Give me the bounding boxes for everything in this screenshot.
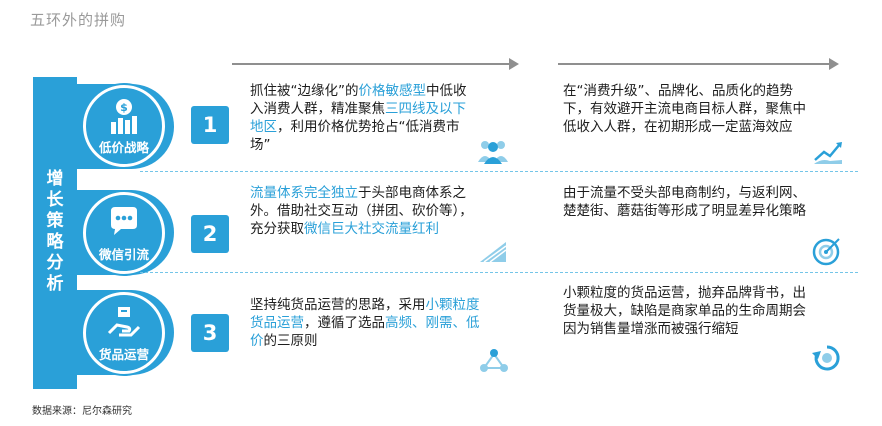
row-2-right-text: 由于流量不受头部电商制约，与返利网、楚楚街、蘑菇街等形成了明显差异化策略: [563, 185, 806, 219]
sidebar-title: 增 长 策 略 分 析: [33, 169, 77, 295]
row-divider: [140, 272, 858, 273]
chat-bubble-icon: [107, 205, 141, 247]
badge-label: 低价战略: [98, 140, 149, 155]
row-1-left-text: 抓住被“边缘化”的价格敏感型中低收入消费人群，精准聚焦三四线及以下地区，利用价格…: [250, 82, 478, 154]
body-text: ，利用价格优势抢占“低消费市场”: [250, 119, 460, 153]
step-number-1: 1: [191, 106, 229, 144]
sidebar-char: 长: [46, 190, 64, 210]
growth-hand-icon: [812, 138, 846, 170]
svg-text:$: $: [120, 101, 128, 114]
strategy-sidebar: 增 长 策 略 分 析: [33, 77, 77, 389]
page-title: 五环外的拼购: [30, 11, 127, 29]
highlight-text: 三四线及以下地区: [250, 101, 466, 135]
body-text: 坚持纯货品运营的思路，采用: [250, 297, 426, 313]
row-1-right-text: 在“消费升级”、品牌化、品质化的趋势下，有效避开主流电商目标人群，聚焦中低收入人…: [563, 83, 806, 135]
sidebar-char: 分: [46, 253, 64, 273]
price-chart-icon: $: [107, 98, 141, 140]
body-text: 中低收入消费人群，精准聚焦: [250, 83, 467, 117]
left-column-arrow: [232, 58, 519, 70]
sidebar-char: 策: [46, 211, 64, 231]
badge-low-price: $ 低价战略: [83, 85, 165, 167]
target-icon: [812, 236, 842, 270]
refresh-cycle-icon: [812, 343, 842, 377]
data-source: 数据来源：尼尔森研究: [32, 406, 132, 417]
body-text: 于头部电商体系之外。借助社交互动（拼团、砍价等），充分获取: [250, 185, 473, 237]
goods-hand-icon: [107, 305, 141, 347]
highlight-text: 高频、刚需、低价: [250, 315, 480, 349]
body-text: 抓住被“边缘化”的: [250, 83, 359, 99]
badge-label: 货品运营: [98, 347, 149, 362]
body-text: ，遵循了选品: [304, 315, 385, 331]
highlight-text: 微信巨大社交流量红利: [304, 221, 439, 237]
sidebar-char: 析: [46, 274, 64, 294]
step-number-3: 3: [191, 314, 229, 352]
badge-label: 微信引流: [98, 247, 149, 262]
badge-wechat: 微信引流: [83, 192, 165, 274]
sidebar-char: 略: [46, 232, 64, 252]
network-nodes-icon: [478, 346, 510, 378]
row-3-right-text: 小颗粒度的货品运营，抛弃品牌背书，出货量极大，缺陷是商家单品的生命周期会因为销售…: [563, 285, 806, 337]
row-divider: [140, 171, 858, 172]
people-group-icon: [476, 138, 510, 168]
rising-ramp-icon: [478, 238, 508, 268]
highlight-text: 流量体系完全独立: [250, 185, 358, 201]
row-2-left-text: 流量体系完全独立于头部电商体系之外。借助社交互动（拼团、砍价等），充分获取微信巨…: [250, 184, 482, 238]
step-number-2: 2: [191, 215, 229, 253]
highlight-text: 小颗粒度货品运营: [250, 297, 480, 331]
highlight-text: 价格敏感型: [358, 83, 427, 99]
right-column-arrow: [558, 58, 839, 70]
sidebar-char: 增: [46, 169, 64, 189]
body-text: 的三原则: [263, 333, 318, 349]
badge-goods-operation: 货品运营: [83, 292, 165, 374]
row-3-left-text: 坚持纯货品运营的思路，采用小颗粒度货品运营，遵循了选品高频、刚需、低价的三原则: [250, 296, 484, 350]
